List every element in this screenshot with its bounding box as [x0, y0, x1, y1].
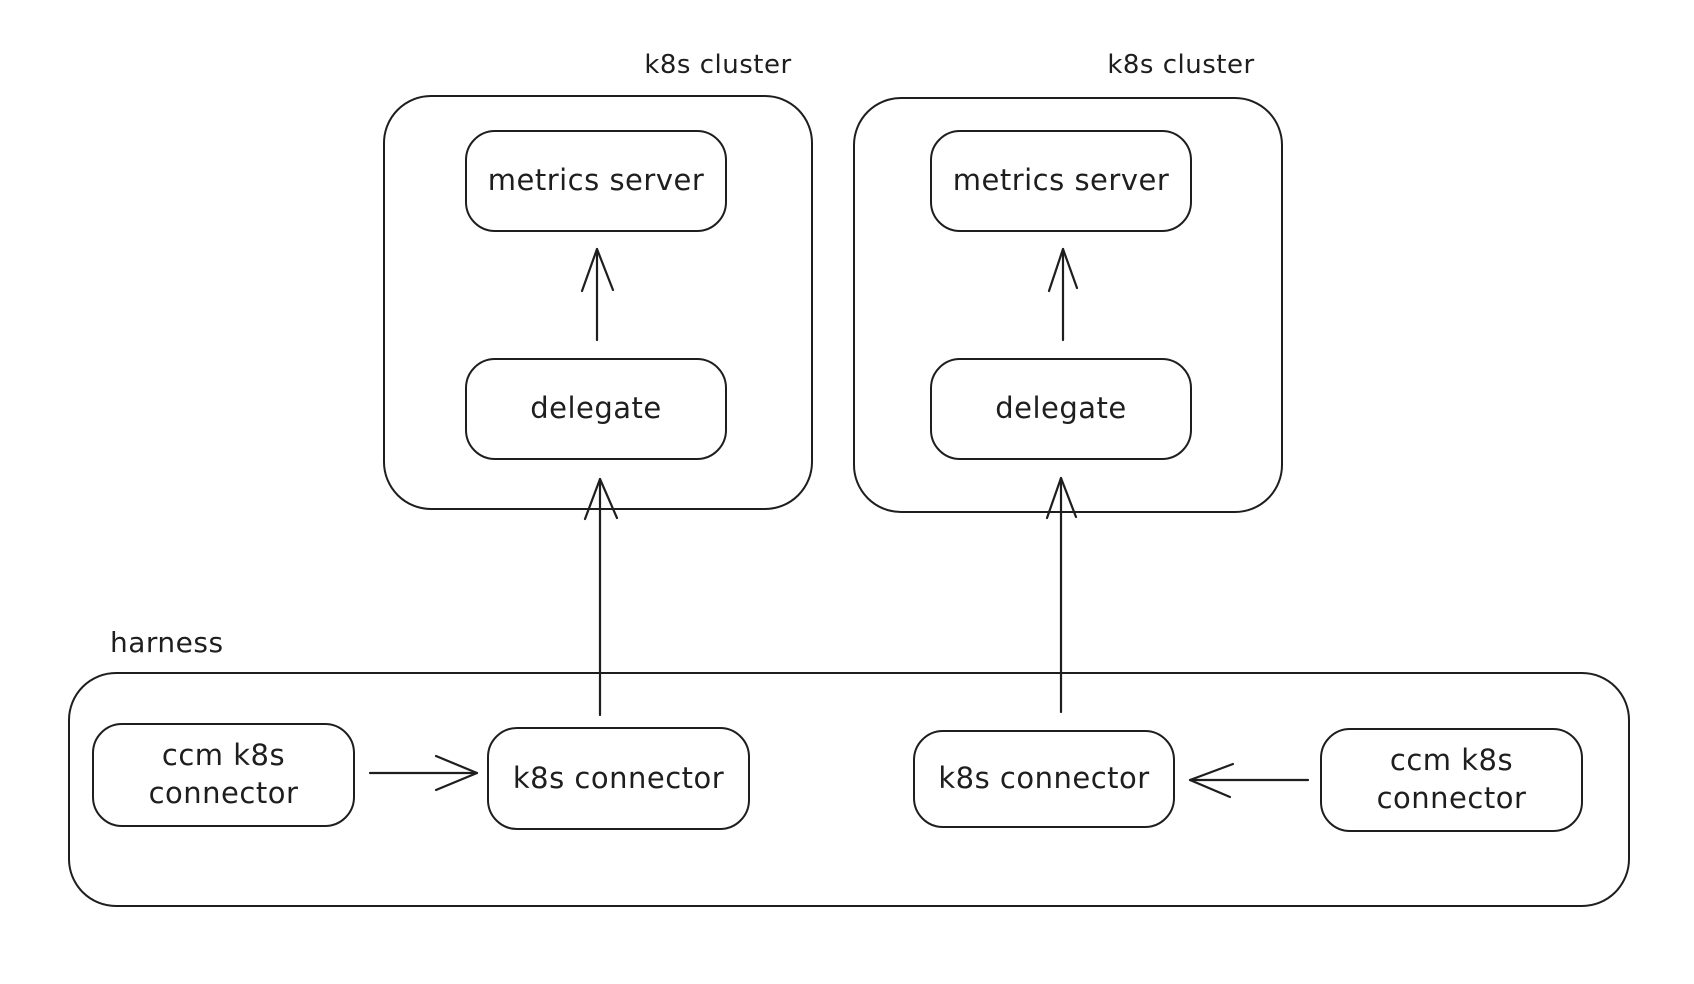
harness-k8s-connector-right-node: k8s connector: [913, 730, 1175, 828]
harness-ccm-k8s-connector-left-node: ccm k8s connector: [92, 723, 355, 827]
harness-ccm-k8s-connector-right-label: ccm k8s connector: [1376, 743, 1527, 815]
cluster-1-metrics-server-node: metrics server: [465, 130, 727, 232]
cluster-1-delegate-node: delegate: [465, 358, 727, 460]
cluster-2-delegate-label: delegate: [995, 391, 1127, 426]
cluster-1-metrics-server-label: metrics server: [487, 163, 705, 198]
harness-ccm-k8s-connector-left-label: ccm k8s connector: [148, 738, 299, 810]
cluster-2-metrics-server-node: metrics server: [930, 130, 1192, 232]
cluster-1-label: k8s cluster: [644, 50, 792, 80]
harness-label: harness: [110, 626, 224, 659]
harness-ccm-k8s-connector-right-node: ccm k8s connector: [1320, 728, 1583, 832]
cluster-2-metrics-server-label: metrics server: [952, 163, 1170, 198]
cluster-1-delegate-label: delegate: [530, 391, 662, 426]
harness-k8s-connector-left-label: k8s connector: [512, 760, 725, 795]
cluster-2-delegate-node: delegate: [930, 358, 1192, 460]
harness-k8s-connector-left-node: k8s connector: [487, 727, 750, 830]
cluster-2-label: k8s cluster: [1107, 50, 1255, 80]
harness-k8s-connector-right-label: k8s connector: [938, 761, 1150, 796]
